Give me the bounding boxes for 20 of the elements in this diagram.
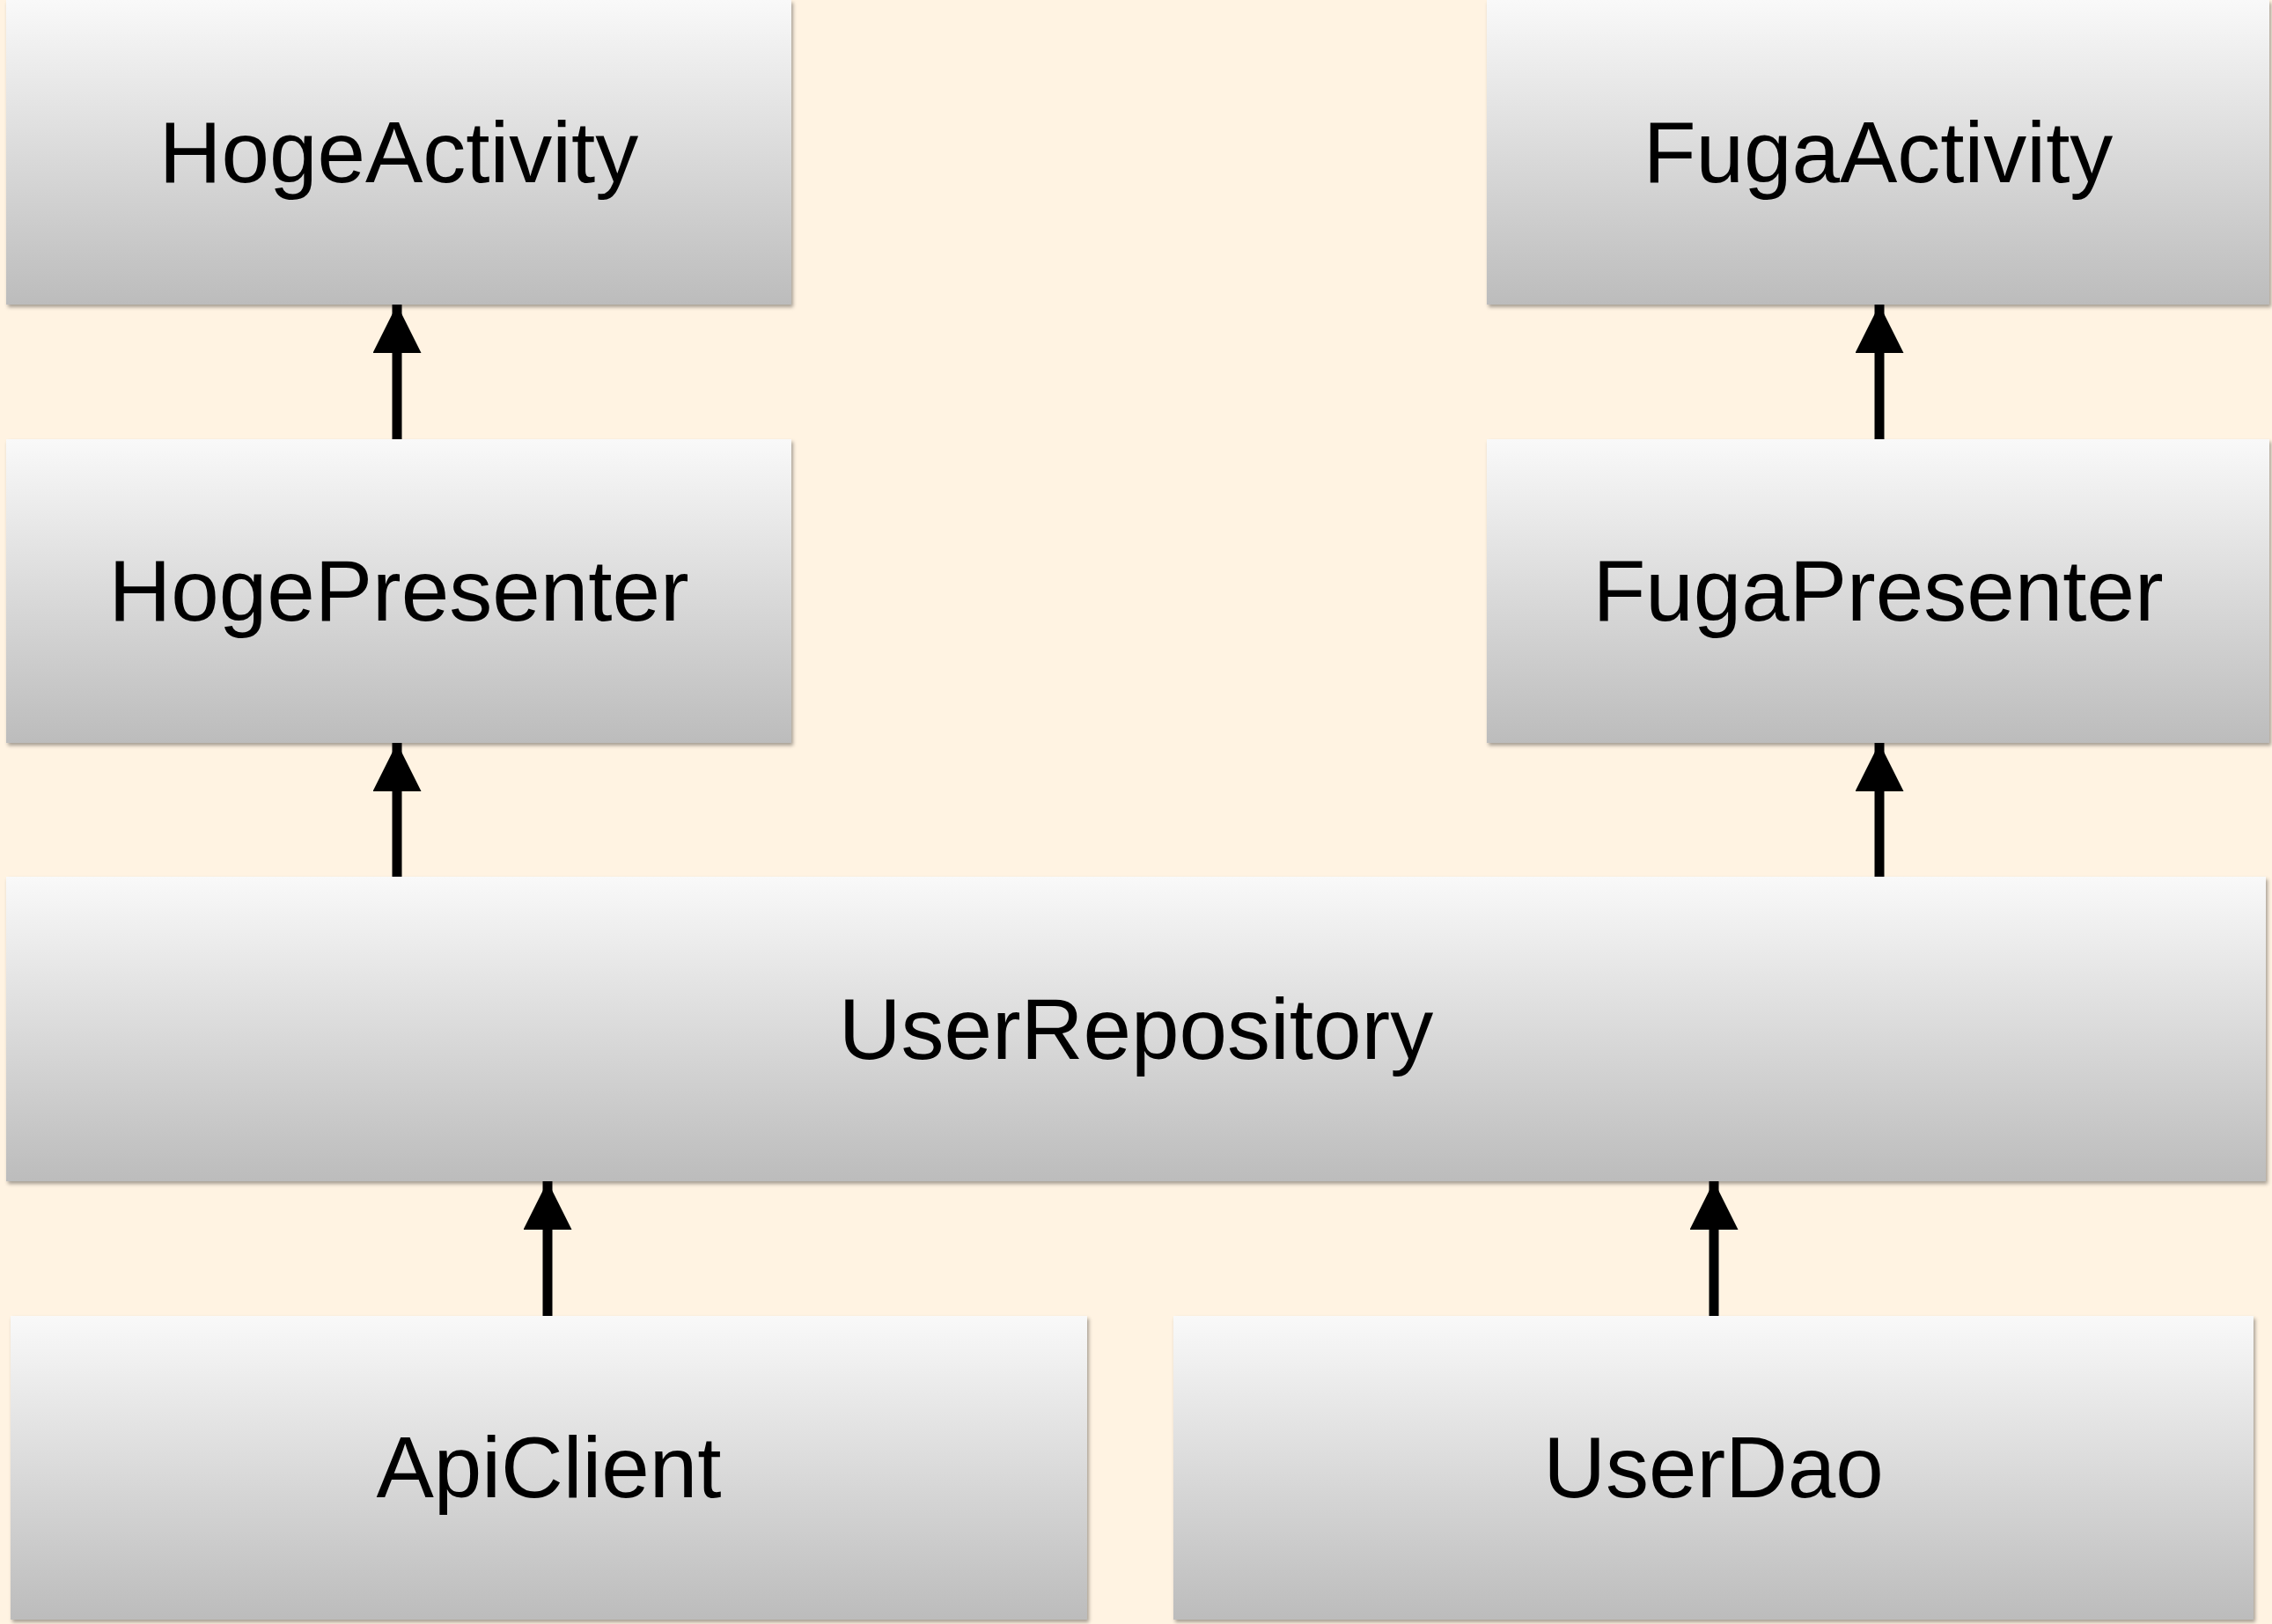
arrow (1689, 1181, 1739, 1316)
arrow (523, 1181, 572, 1316)
class-name: UserDao (1543, 1418, 1884, 1517)
class-box (1173, 1316, 2254, 1620)
arrow (372, 743, 422, 877)
class-box (1487, 439, 2269, 743)
class-box (6, 877, 2266, 1181)
class-name: HogeActivity (158, 102, 639, 202)
class-box (6, 0, 791, 305)
class-name: HogePresenter (108, 541, 689, 641)
arrow (1855, 743, 1904, 877)
class-name: FugaPresenter (1592, 541, 2164, 641)
class-name: FugaActivity (1643, 102, 2114, 202)
class-name: UserRepository (838, 979, 1434, 1079)
class-box (1487, 0, 2269, 305)
arrow (372, 305, 422, 439)
arrow (1855, 305, 1904, 439)
class-box (6, 439, 791, 743)
class-name: ApiClient (376, 1418, 722, 1517)
class-box (11, 1316, 1087, 1620)
